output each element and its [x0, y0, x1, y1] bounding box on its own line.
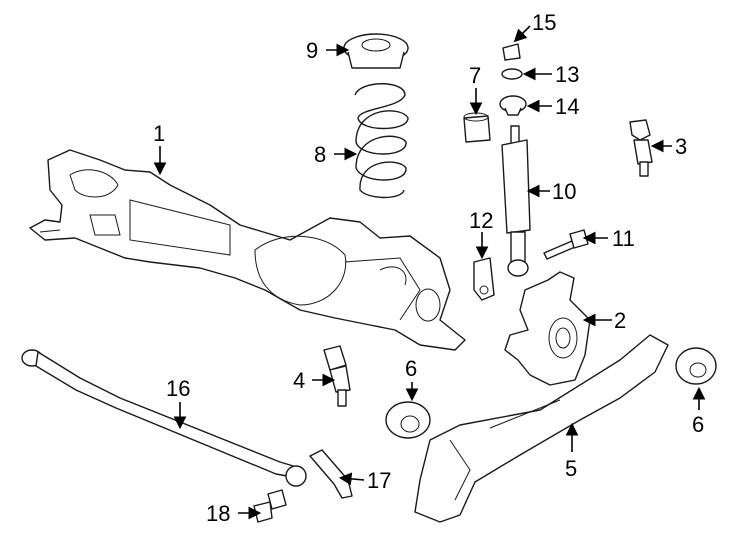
- steering-knuckle: [504, 271, 591, 386]
- callout-5: 5: [565, 456, 577, 481]
- shock-nut: [502, 43, 521, 61]
- control-arm-bushing-left: [385, 401, 431, 439]
- callout-7: 7: [469, 63, 481, 88]
- callout-1: 1: [153, 121, 165, 146]
- callout-17: 17: [367, 468, 391, 493]
- callout-14: 14: [555, 94, 579, 119]
- callout-9: 9: [306, 38, 318, 63]
- callout-6-left: 6: [405, 356, 417, 381]
- axle-housing: [29, 149, 466, 351]
- shock-bushing: [499, 95, 527, 116]
- track-bar-mount-bracket: [309, 449, 353, 499]
- shock-washer: [501, 68, 523, 80]
- callout-2: 2: [614, 308, 626, 333]
- mounting-bolt: [543, 229, 589, 260]
- upper-ball-joint: [629, 119, 653, 177]
- callout-10: 10: [552, 179, 576, 204]
- callout-labels: 1 2 3 4 5 6 6 7 8 9 10 11 12 13 14 15 16…: [153, 10, 704, 526]
- leader-lines: [153, 25, 706, 520]
- control-arm-bushing-right: [675, 347, 717, 385]
- lower-control-arm: [414, 334, 669, 523]
- callout-8: 8: [314, 142, 326, 167]
- track-bar-bracket: [473, 257, 495, 301]
- coil-spring: [354, 83, 409, 199]
- lower-ball-joint: [323, 345, 351, 407]
- callout-11: 11: [612, 226, 635, 251]
- callout-3: 3: [675, 134, 687, 159]
- callout-6-right: 6: [692, 412, 704, 437]
- spring-isolator: [343, 33, 409, 69]
- shock-absorber: [501, 125, 531, 277]
- callout-15: 15: [532, 10, 556, 35]
- track-bar: [21, 349, 307, 487]
- track-bar-bolt: [253, 489, 287, 523]
- callout-18: 18: [206, 501, 230, 526]
- jounce-bumper: [463, 112, 491, 143]
- callout-4: 4: [293, 368, 305, 393]
- callout-13: 13: [555, 62, 579, 87]
- callout-12: 12: [469, 208, 493, 233]
- callout-16: 16: [166, 376, 190, 401]
